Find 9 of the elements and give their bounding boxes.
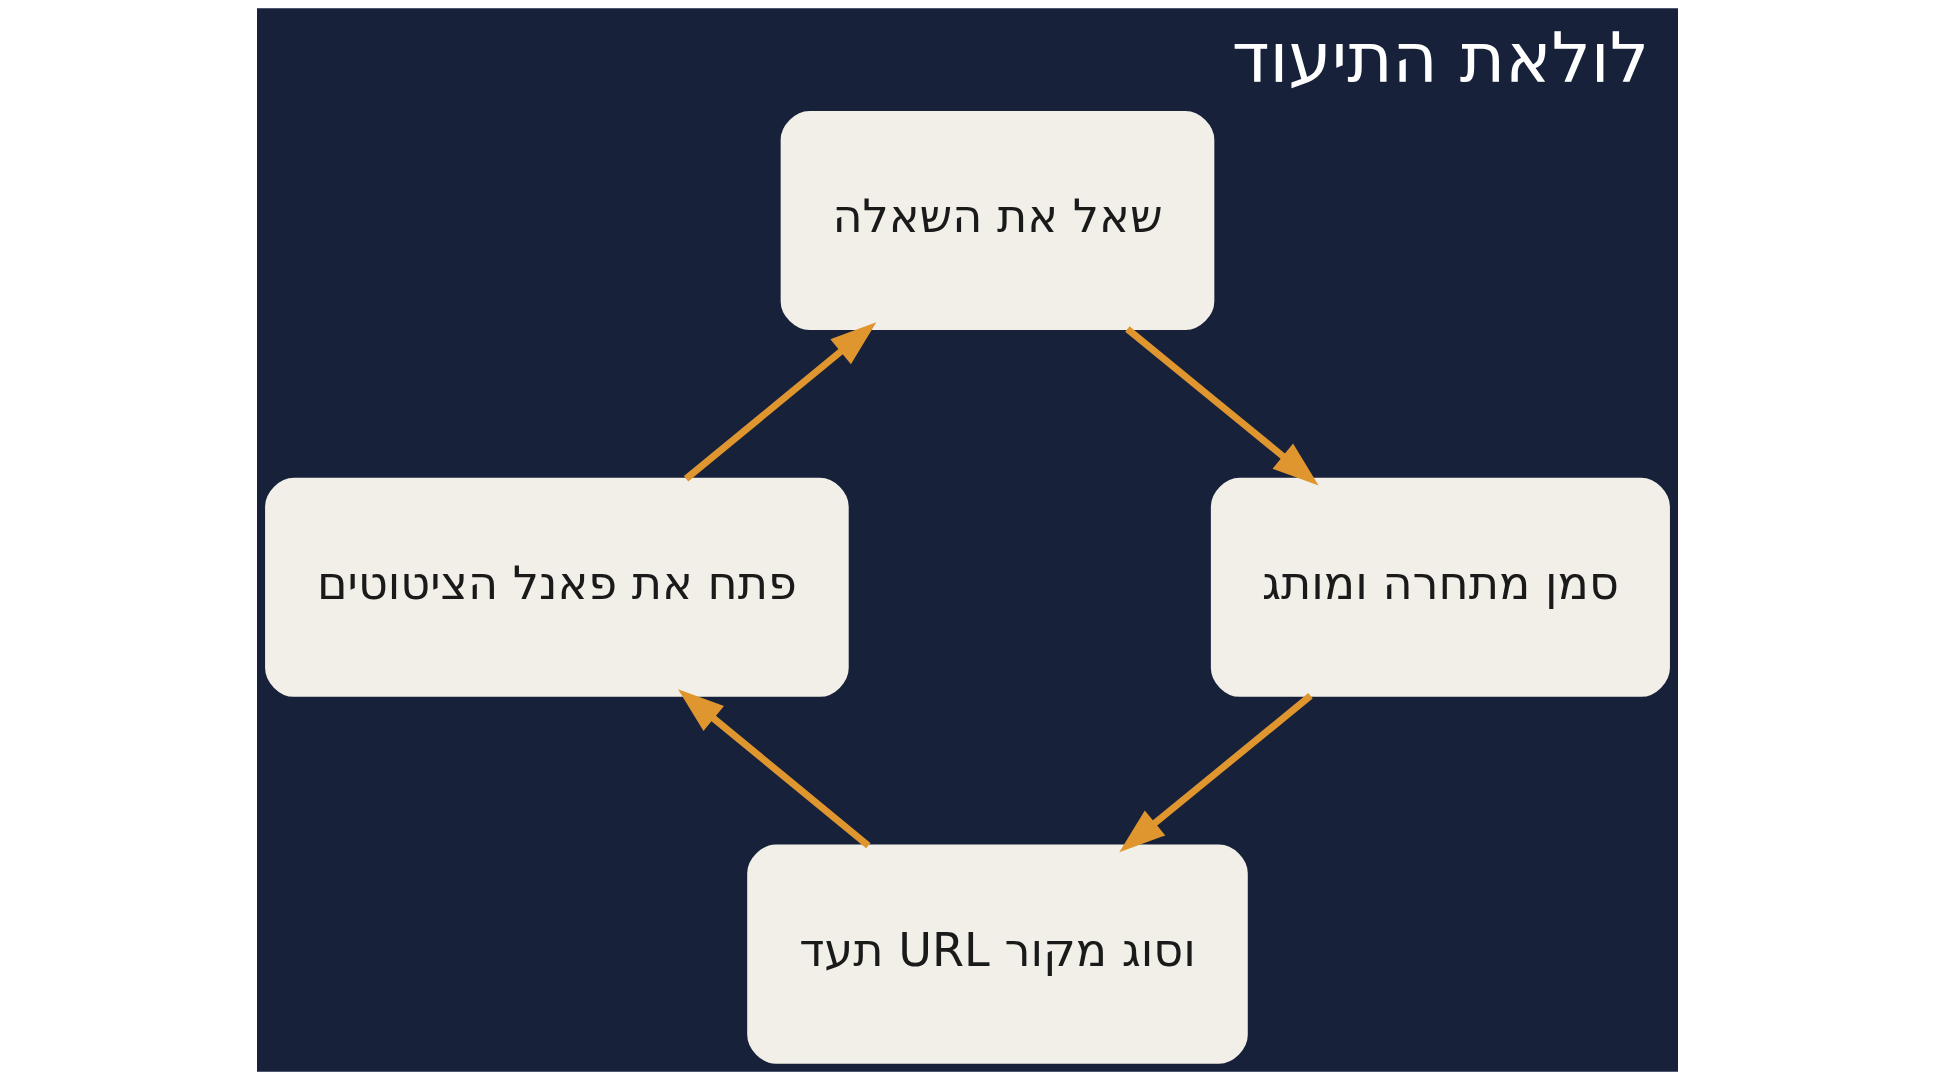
- arrow: [683, 322, 877, 482]
- diagram-title: לולאת התיעוד: [1231, 18, 1650, 99]
- node-box: פתח את פאנל הציטוטים: [265, 477, 849, 697]
- node-box: שאל את השאלה: [780, 110, 1215, 331]
- arrow: [1125, 326, 1319, 486]
- arrow: [1119, 693, 1313, 853]
- arrow: [678, 689, 871, 849]
- node-box: סמן מתחרה ומותג: [1210, 477, 1670, 697]
- node-box: תעד URL וסוג מקור: [747, 844, 1248, 1064]
